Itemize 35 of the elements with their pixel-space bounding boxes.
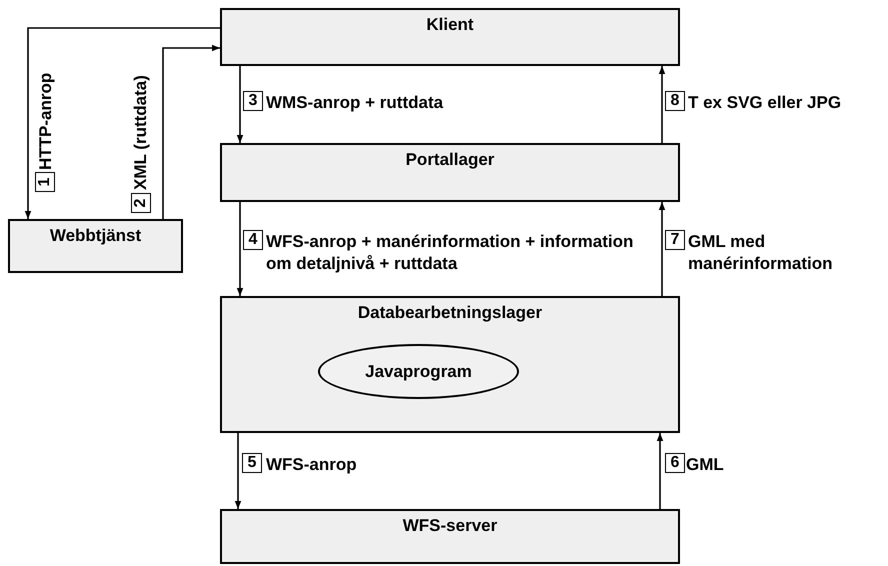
- layer-box: [8, 219, 183, 273]
- callout-number: 2: [131, 193, 151, 213]
- edge-label: GML: [686, 454, 725, 476]
- layer-box: [220, 509, 680, 564]
- edge-label: HTTP-anrop: [35, 72, 56, 170]
- node-label: Klient: [426, 14, 474, 36]
- layer-box: [220, 143, 680, 202]
- callout-number: 8: [665, 91, 685, 111]
- node-label: WFS-server: [402, 515, 498, 536]
- callout-number: 6: [665, 453, 685, 473]
- arrow: [658, 202, 666, 296]
- node-label: Databearbetningslager: [358, 302, 542, 324]
- callout-number: 3: [243, 91, 263, 111]
- edge-label: WFS-anrop + manérinformation + information om detaljnivå + ruttdata: [266, 231, 634, 275]
- edge-label: XML (ruttdata): [130, 74, 151, 190]
- arrow: [656, 433, 664, 509]
- node-label: Javaprogram: [365, 360, 472, 382]
- arrow: [234, 433, 242, 509]
- arrow: [162, 44, 220, 219]
- arrow: [658, 66, 666, 143]
- callout-number: 7: [665, 230, 685, 250]
- arrow: [24, 27, 220, 219]
- edge-label: WFS-anrop: [266, 454, 358, 476]
- layer-box: [220, 8, 680, 66]
- arrow: [236, 66, 244, 143]
- edge-label: T ex SVG eller JPG: [688, 92, 842, 114]
- edge-label: WMS-anrop + ruttdata: [266, 92, 444, 114]
- node-label: Webbtjänst: [50, 225, 142, 246]
- node-label: Portallager: [406, 149, 494, 170]
- callout-number: 4: [243, 230, 263, 250]
- callout-number: 5: [242, 453, 262, 473]
- edge-label: GML med manérinformation: [688, 231, 834, 275]
- arrow: [236, 202, 244, 296]
- callout-number: 1: [35, 172, 55, 192]
- layer-box: [220, 296, 680, 433]
